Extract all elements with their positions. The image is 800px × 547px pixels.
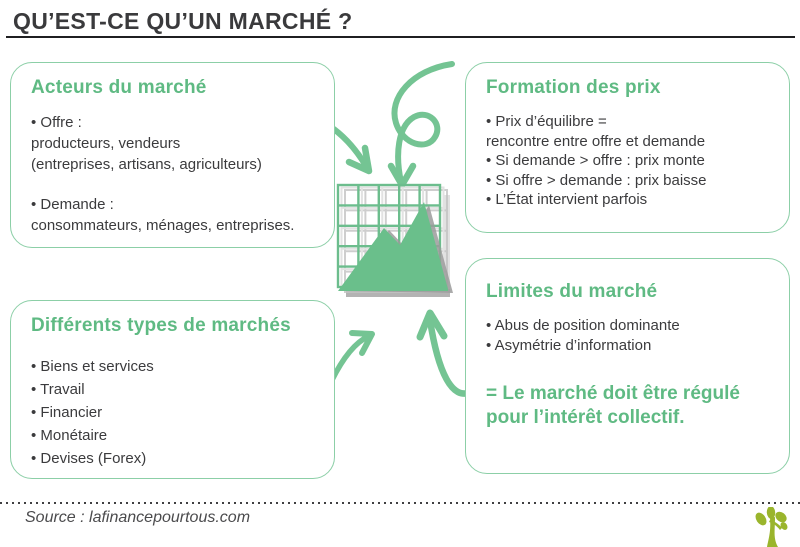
card-market-types: Différents types de marchés • Biens et s… [10,300,335,479]
regulation-statement: = Le marché doit être régulé pour l’inté… [486,383,740,428]
bullet-line: • Si offre > demande : prix baisse [486,171,707,189]
bullet-line: • Financier [31,404,103,421]
bullet-line: • Prix d’équilibre = [486,113,607,130]
bullet-line: • Travail [31,381,85,398]
bullet-line: (entreprises, artisans, agriculteurs) [31,156,262,173]
tree-shape [755,507,788,547]
card-heading: Formation des prix [486,77,661,98]
card-market-limits: Limites du marché • Abus de position dom… [465,258,790,474]
card-price-formation: Formation des prix • Prix d’équilibre = … [465,62,790,233]
bullet-line: • Offre : [31,114,82,131]
page-title: QU’EST-CE QU’UN MARCHÉ ? [13,8,353,34]
bullet-line: rencontre entre offre et demande [486,132,706,150]
bullet-line: • Devises (Forex) [31,450,147,467]
market-area-chart-icon [336,183,453,297]
bullet-line: producteurs, vendeurs [31,135,181,152]
card-heading: Limites du marché [486,281,658,302]
arrow-bottom-right-to-center-icon [416,309,475,397]
bullet-line: • Monétaire [31,427,108,444]
card-heading: Différents types de marchés [31,315,291,336]
footer-dotted-divider [0,502,800,504]
bullet-line: • Si demande > offre : prix monte [486,152,705,169]
mountain-area [338,202,448,291]
bullet-line: • Biens et services [31,358,154,375]
title-underline [6,36,795,38]
card-market-actors: Acteurs du marché • Offre : producteurs,… [10,62,335,248]
card-heading: Acteurs du marché [31,77,207,98]
tree-logo-icon [755,507,788,547]
arrow-bottom-left-to-center-icon [328,330,375,385]
bullet-line: • Demande : [31,196,114,213]
bullet-line: • Abus de position dominante [486,317,680,334]
demand-paragraph: • Demande : consommateurs, ménages, entr… [31,194,314,236]
offer-paragraph: • Offre : producteurs, vendeurs (entrepr… [31,112,314,175]
bullet-line: • L’État intervient parfois [486,191,648,208]
arrow-loop-to-center-icon [387,61,455,189]
bullet-line: • Asymétrie d’information [486,337,652,354]
bullet-line: consommateurs, ménages, entreprises. [31,217,295,234]
source-text: Source : lafinancepourtous.com [25,509,251,526]
